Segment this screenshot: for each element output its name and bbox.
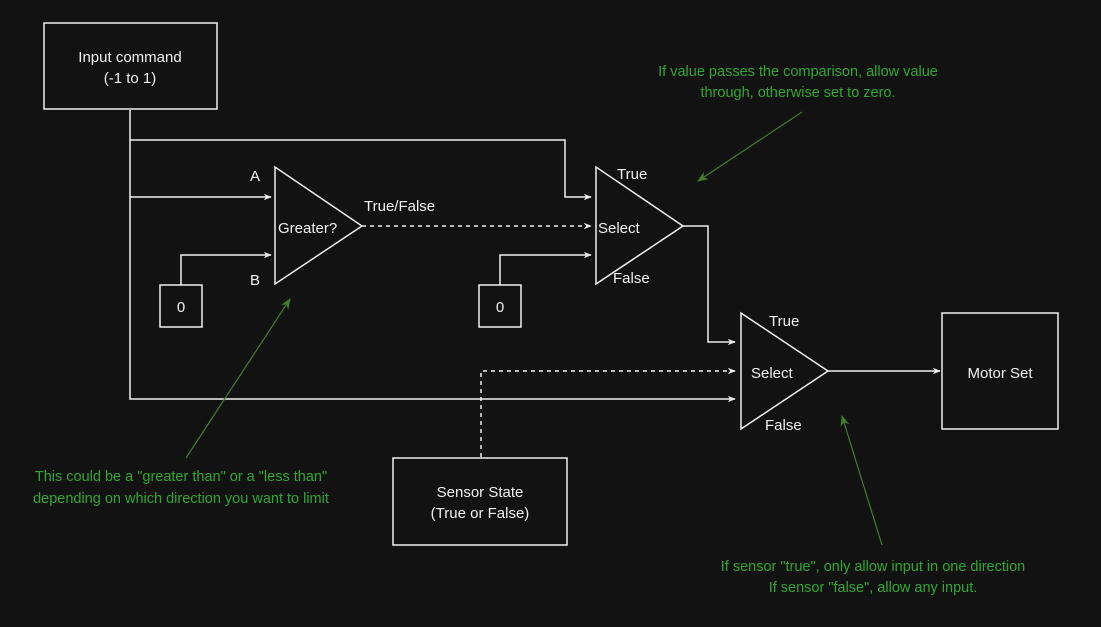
sensor-state-box: Sensor State (True or False) (392, 457, 568, 546)
wire-zero-to-greater-b (180, 251, 272, 285)
port-label-a: A (250, 168, 260, 185)
annotation-bottom-arrow (840, 414, 883, 546)
wire-select1-to-select2-true (683, 225, 736, 346)
annotation-left-line1: This could be a "greater than" or a "les… (35, 469, 327, 485)
select-block-2: Select (740, 311, 830, 431)
wire-sensor-to-select2 (480, 367, 736, 457)
sensor-state-range: (True or False) (431, 505, 530, 522)
annotation-bottom-line2: If sensor "false", allow any input. (769, 580, 978, 596)
motor-set-box: Motor Set (941, 312, 1059, 430)
annotation-top-arrow (697, 111, 803, 182)
select-block-2-label: Select (751, 365, 794, 382)
motor-set-label: Motor Set (967, 365, 1033, 382)
greater-comparator: Greater? (274, 165, 364, 286)
annotation-bottom: If sensor "true", only allow input in on… (721, 414, 1026, 596)
output-label-true-false: True/False (364, 198, 435, 215)
wire-input-to-select1-true (130, 139, 592, 201)
annotation-left-line2: depending on which direction you want to… (33, 491, 329, 507)
connectors (129, 110, 941, 457)
zero-constant-a-value: 0 (177, 299, 185, 316)
annotation-left: This could be a "greater than" or a "les… (33, 298, 329, 507)
select-block-1: Select (595, 165, 685, 286)
annotation-top-line1: If value passes the comparison, allow va… (658, 64, 938, 80)
select2-true-label: True (769, 313, 799, 330)
greater-comparator-label: Greater? (278, 220, 337, 237)
zero-constant-b-value: 0 (496, 299, 504, 316)
select1-false-label: False (613, 270, 650, 287)
sensor-state-title: Sensor State (437, 484, 524, 501)
annotation-top-line2: through, otherwise set to zero. (700, 85, 895, 101)
input-command-range: (-1 to 1) (104, 70, 157, 87)
wire-zero-to-select1-false (499, 251, 592, 285)
select2-false-label: False (765, 417, 802, 434)
input-command-box: Input command (-1 to 1) (43, 22, 218, 110)
wire-input-trunk (129, 110, 736, 403)
input-command-title: Input command (78, 49, 181, 66)
annotation-left-arrow (185, 298, 291, 459)
port-label-b: B (250, 272, 260, 289)
select1-true-label: True (617, 166, 647, 183)
annotation-bottom-line1: If sensor "true", only allow input in on… (721, 559, 1026, 575)
zero-constant-b: 0 (478, 284, 522, 328)
annotation-top: If value passes the comparison, allow va… (658, 64, 938, 182)
select-block-1-label: Select (598, 220, 641, 237)
zero-constant-a: 0 (159, 284, 203, 328)
